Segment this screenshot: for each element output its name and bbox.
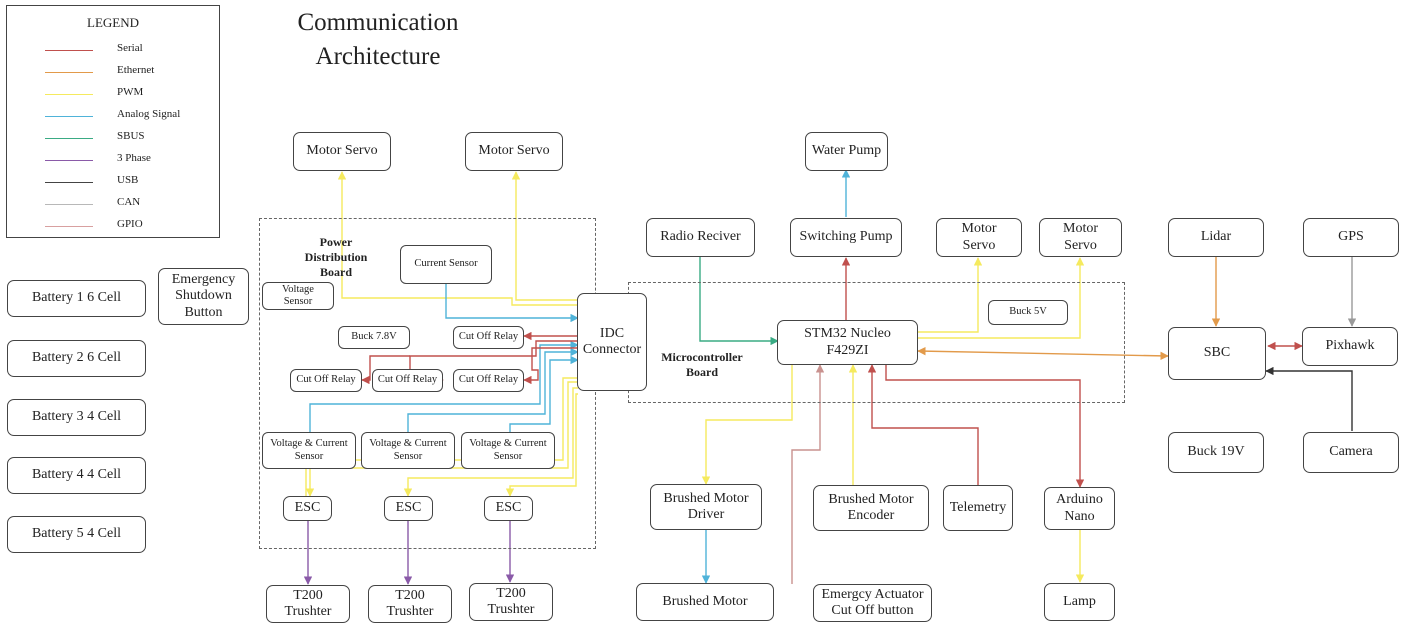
idc-connector: IDC Connector	[577, 293, 647, 391]
legend-item: GPIO	[7, 218, 219, 238]
legend-item: Ethernet	[7, 64, 219, 84]
legend-label: USB	[117, 174, 139, 186]
switching-pump: Switching Pump	[790, 218, 902, 257]
motor-servo-1: Motor Servo	[293, 132, 391, 171]
legend-item: Analog Signal	[7, 108, 219, 128]
battery-4: Battery 4 4 Cell	[7, 457, 146, 494]
esc-3: ESC	[484, 496, 533, 521]
t200-thruster-3: T200 Trushter	[469, 583, 553, 621]
lidar: Lidar	[1168, 218, 1264, 257]
esc-1: ESC	[283, 496, 332, 521]
microcontroller-board-label: Microcontroller Board	[661, 350, 743, 379]
legend-swatch	[45, 116, 93, 117]
legend-item: USB	[7, 174, 219, 194]
esc-2: ESC	[384, 496, 433, 521]
legend-item: Serial	[7, 42, 219, 62]
usb-wires	[1265, 366, 1353, 431]
buck-19v: Buck 19V	[1168, 432, 1264, 473]
legend-item: CAN	[7, 196, 219, 216]
arduino-nano: Arduino Nano	[1044, 487, 1115, 530]
legend-title: LEGEND	[87, 15, 139, 30]
telemetry: Telemetry	[943, 485, 1013, 531]
legend-label: 3 Phase	[117, 152, 151, 164]
ethernet-wires	[917, 257, 1221, 361]
legend-label: CAN	[117, 196, 141, 208]
analog-wires	[309, 169, 851, 584]
motor-servo-2: Motor Servo	[465, 132, 563, 171]
voltage-current-sensor-2: Voltage & Current Sensor	[361, 432, 455, 469]
legend-item: SBUS	[7, 130, 219, 150]
legend-swatch	[45, 160, 93, 161]
battery-3: Battery 3 4 Cell	[7, 399, 146, 436]
battery-1: Battery 1 6 Cell	[7, 280, 146, 317]
legend-label: PWM	[117, 86, 144, 98]
legend-item: 3 Phase	[7, 152, 219, 172]
buck-5v: Buck 5V	[988, 300, 1068, 325]
voltage-sensor: Voltage Sensor	[262, 282, 334, 310]
legend-label: Analog Signal	[117, 108, 181, 120]
legend-swatch	[45, 138, 93, 139]
serial-wires	[361, 257, 1303, 488]
cut-off-relay-2: Cut Off Relay	[290, 369, 362, 392]
battery-2: Battery 2 6 Cell	[7, 340, 146, 377]
camera: Camera	[1303, 432, 1399, 473]
emergency-shutdown-button: Emergency Shutdown Button	[158, 268, 249, 325]
legend-swatch	[45, 94, 93, 95]
sbc: SBC	[1168, 327, 1266, 380]
cut-off-relay-1: Cut Off Relay	[453, 326, 524, 349]
cut-off-relay-4: Cut Off Relay	[453, 369, 524, 392]
radio-receiver: Radio Reciver	[646, 218, 755, 257]
brushed-motor: Brushed Motor	[636, 583, 774, 621]
voltage-current-sensor-3: Voltage & Current Sensor	[461, 432, 555, 469]
legend-swatch	[45, 50, 93, 51]
legend-label: SBUS	[117, 130, 145, 142]
buck-7-8v: Buck 7.8V	[338, 326, 410, 349]
legend-swatch	[45, 182, 93, 183]
legend-label: Ethernet	[117, 64, 155, 76]
pwm-wires	[305, 171, 1085, 583]
lamp: Lamp	[1044, 583, 1115, 621]
voltage-current-sensor-1: Voltage & Current Sensor	[262, 432, 356, 469]
legend-swatch	[45, 204, 93, 205]
cut-off-relay-3: Cut Off Relay	[372, 369, 443, 392]
motor-servo-3: Motor Servo	[936, 218, 1022, 257]
brushed-motor-driver: Brushed Motor Driver	[650, 484, 762, 530]
three-phase-wires	[303, 521, 515, 585]
water-pump: Water Pump	[805, 132, 888, 171]
gps: GPS	[1303, 218, 1399, 257]
gpio-wires	[791, 364, 825, 584]
legend-swatch	[45, 72, 93, 73]
legend-label: GPIO	[117, 218, 143, 230]
stm32-nucleo: STM32 Nucleo F429ZI	[777, 320, 918, 365]
emergency-actuator-cut-off-button: Emergcy Actuator Cut Off button	[813, 584, 932, 622]
legend-swatch	[45, 226, 93, 227]
legend-label: Serial	[117, 42, 143, 54]
power-distribution-board-label: Power Distribution Board	[304, 235, 368, 279]
brushed-motor-encoder: Brushed Motor Encoder	[813, 485, 929, 531]
current-sensor: Current Sensor	[400, 245, 492, 284]
diagram-title: Communication Architecture	[297, 9, 459, 70]
battery-5: Battery 5 4 Cell	[7, 516, 146, 553]
t200-thruster-1: T200 Trushter	[266, 585, 350, 623]
t200-thruster-2: T200 Trushter	[368, 585, 452, 623]
legend-item: PWM	[7, 86, 219, 106]
pixhawk: Pixhawk	[1302, 327, 1398, 366]
sbus-wires	[699, 257, 779, 346]
motor-servo-4: Motor Servo	[1039, 218, 1122, 257]
